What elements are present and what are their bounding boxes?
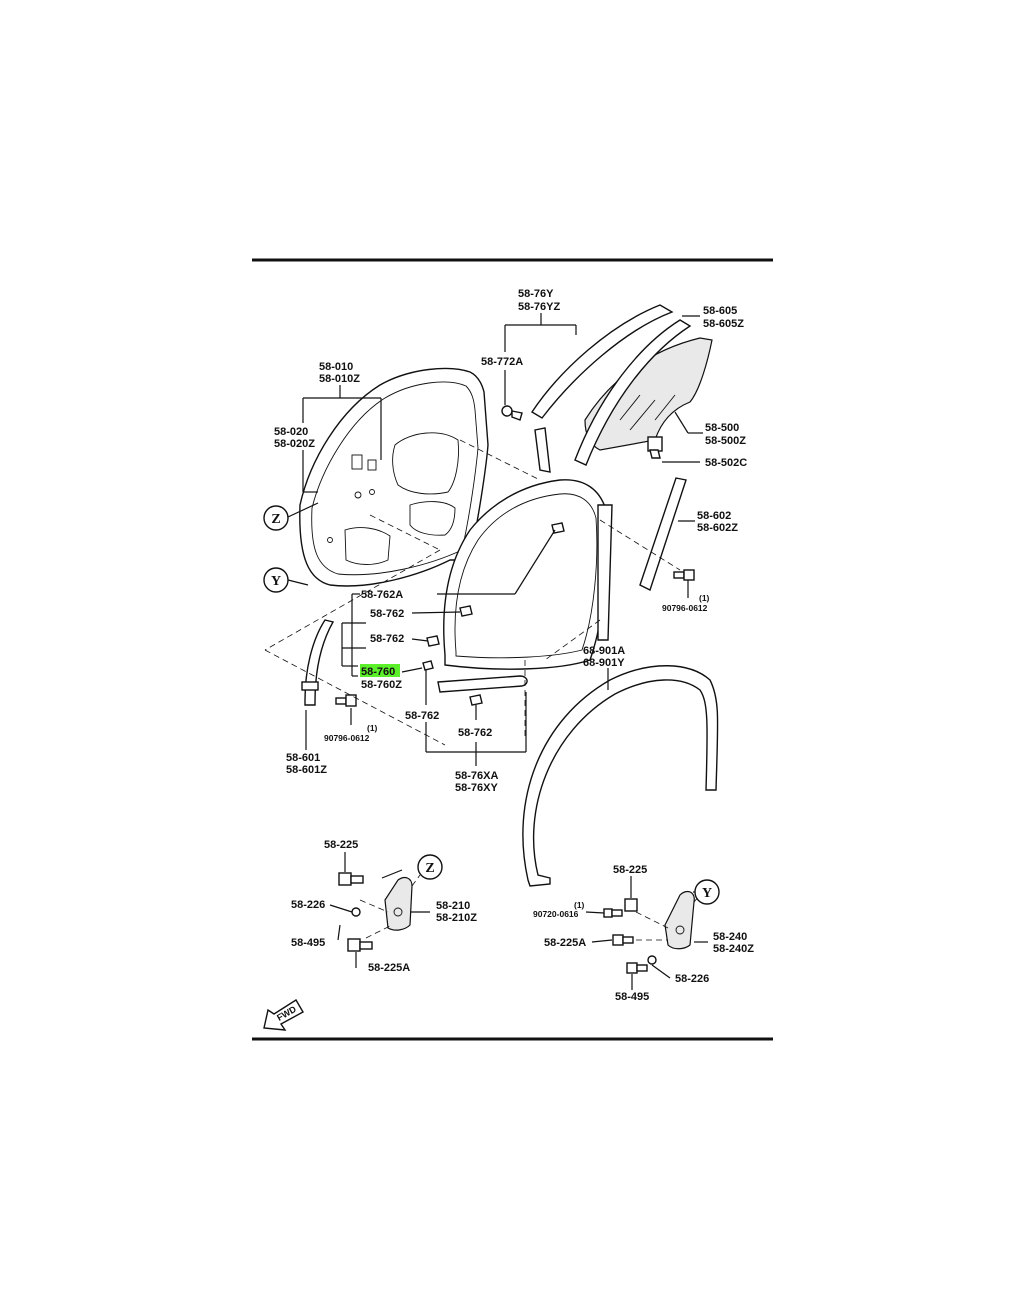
leader-lines xyxy=(287,313,708,990)
label-58-76y: 58-76Y xyxy=(518,288,554,300)
label-qty1-bottom: (1) xyxy=(574,900,585,910)
callout-z-bottom-letter: Z xyxy=(425,861,434,876)
label-58-500z: 58-500Z xyxy=(705,435,746,447)
label-qty1-left: (1) xyxy=(367,723,378,733)
label-58-010: 58-010 xyxy=(319,361,353,373)
door-shell xyxy=(299,367,489,587)
bolt-left xyxy=(335,694,357,707)
label-58-76yz: 58-76YZ xyxy=(518,301,560,313)
label-58-240: 58-240 xyxy=(713,931,747,943)
fwd-arrow: FWD xyxy=(263,999,304,1031)
label-58-225-right: 58-225 xyxy=(613,864,647,876)
lower-weatherstrip xyxy=(437,675,528,693)
label-58-210z: 58-210Z xyxy=(436,912,477,924)
callout-y-bottom: Y xyxy=(694,879,720,905)
bolt-right xyxy=(673,569,695,581)
highlight-58-760 xyxy=(360,664,400,677)
callout-z-bottom: Z xyxy=(417,854,443,880)
label-58-762-1: 58-762 xyxy=(370,608,404,620)
label-58-772a: 58-772A xyxy=(481,356,523,368)
label-58-500: 58-500 xyxy=(705,422,739,434)
label-58-502c: 58-502C xyxy=(705,457,747,469)
label-58-605: 58-605 xyxy=(703,305,737,317)
door-weatherstrip xyxy=(443,479,613,670)
label-58-760: 58-760 xyxy=(361,666,395,678)
label-58-020z: 58-020Z xyxy=(274,438,315,450)
glass-run-channel xyxy=(501,304,692,473)
label-58-605z: 58-605Z xyxy=(703,318,744,330)
label-58-76xa: 58-76XA xyxy=(455,770,498,782)
label-90796-0612-right: 90796-0612 xyxy=(662,603,708,613)
label-58-601z: 58-601Z xyxy=(286,764,327,776)
label-58-226-right: 58-226 xyxy=(675,973,709,985)
label-58-762a: 58-762A xyxy=(361,589,403,601)
label-58-225-left: 58-225 xyxy=(324,839,358,851)
clips xyxy=(422,522,565,706)
label-90720-0616: 90720-0616 xyxy=(533,909,579,919)
hinge-right xyxy=(603,890,695,974)
label-58-226-left: 58-226 xyxy=(291,899,325,911)
label-68-901y: 68-901Y xyxy=(583,657,625,669)
label-qty1-right: (1) xyxy=(699,593,710,603)
label-58-762-2: 58-762 xyxy=(370,633,404,645)
hinge-left xyxy=(338,872,413,952)
label-58-225a-right: 58-225A xyxy=(544,937,586,949)
label-58-225a-left: 58-225A xyxy=(368,962,410,974)
label-90796-0612-left: 90796-0612 xyxy=(324,733,370,743)
label-58-76xy: 58-76XY xyxy=(455,782,498,794)
label-58-762-4: 58-762 xyxy=(458,727,492,739)
outer-seal-front xyxy=(301,619,335,706)
label-58-010z: 58-010Z xyxy=(319,373,360,385)
label-58-762-3: 58-762 xyxy=(405,710,439,722)
label-58-210: 58-210 xyxy=(436,900,470,912)
label-58-760z: 58-760Z xyxy=(361,679,402,691)
label-58-602: 58-602 xyxy=(697,510,731,522)
label-58-495-left: 58-495 xyxy=(291,937,325,949)
callout-z-top-letter: Z xyxy=(271,512,280,527)
outer-seal-rear xyxy=(639,477,687,591)
wheel-arch-seal xyxy=(522,665,719,887)
callout-y-top-letter: Y xyxy=(271,574,281,589)
callout-y-top: Y xyxy=(263,567,289,593)
label-58-495-right: 58-495 xyxy=(615,991,649,1003)
callout-y-bottom-letter: Y xyxy=(702,886,712,901)
part-labels: 58-76Y 58-76YZ 58-605 58-605Z 58-772A 58… xyxy=(274,288,754,1003)
label-58-601: 58-601 xyxy=(286,752,320,764)
label-58-602z: 58-602Z xyxy=(697,522,738,534)
label-58-240z: 58-240Z xyxy=(713,943,754,955)
label-68-901a: 68-901A xyxy=(583,645,625,657)
label-58-020: 58-020 xyxy=(274,426,308,438)
callout-z-top: Z xyxy=(263,505,289,531)
